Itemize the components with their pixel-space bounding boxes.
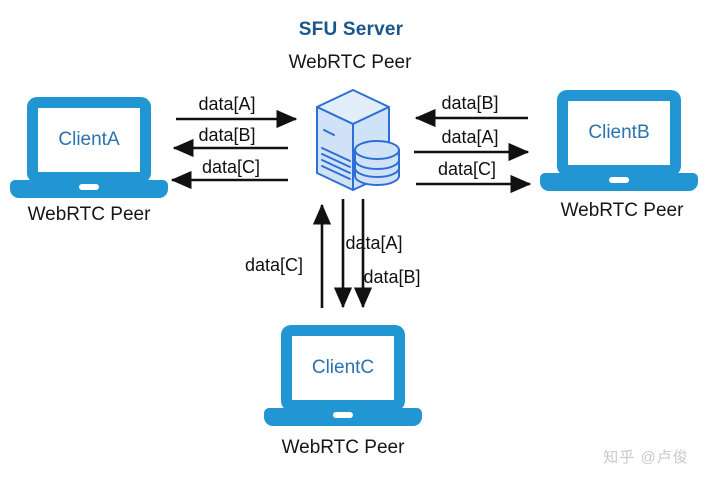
laptop-base-notch [609,177,629,183]
clientC-name: ClientC [311,357,375,378]
laptop-base [540,173,698,191]
flow-label-bottom-dataA: data[A] [345,233,403,253]
laptop-screen: ClientC [281,325,405,411]
laptop-base [10,180,168,198]
flow-label-right-dataC: data[C] [437,159,497,179]
laptop-base-notch [79,184,99,190]
diagram-title: SFU Server [298,19,404,40]
laptop-screen: ClientB [557,90,681,176]
server-database-icon [316,89,400,191]
laptop-base-notch [333,412,353,418]
clientB-name: ClientB [588,122,650,143]
clientA-name: ClientA [58,129,120,150]
flow-label-left-dataB: data[B] [198,125,256,145]
clientC-peer-label: WebRTC Peer [281,437,405,458]
clientC-laptop-icon: ClientC [264,325,422,426]
flow-label-bottom-dataB: data[B] [363,267,421,287]
watermark: 知乎 @卢俊 [603,449,689,466]
laptop-base [264,408,422,426]
flow-label-bottom-dataC: data[C] [244,255,304,275]
flow-label-left-dataC: data[C] [201,157,261,177]
clientB-peer-label: WebRTC Peer [560,200,684,221]
flow-label-right-dataB: data[B] [441,93,499,113]
laptop-screen: ClientA [27,97,151,183]
flow-label-right-dataA: data[A] [441,127,499,147]
server-peer-label: WebRTC Peer [288,52,412,73]
flow-label-left-dataA: data[A] [198,94,256,114]
clientB-laptop-icon: ClientB [540,90,698,191]
clientA-peer-label: WebRTC Peer [27,204,151,225]
clientA-laptop-icon: ClientA [10,97,168,198]
